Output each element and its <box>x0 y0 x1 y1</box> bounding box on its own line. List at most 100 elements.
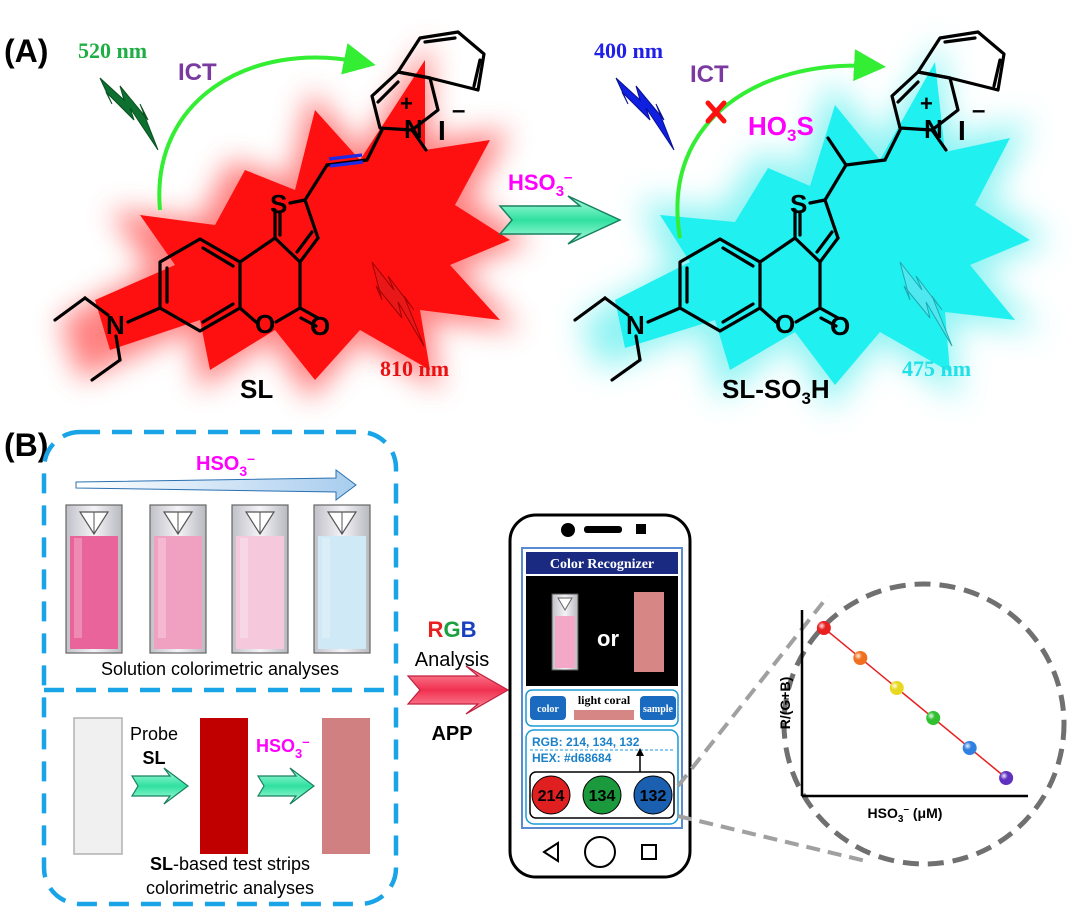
plot-point-shine <box>816 621 831 635</box>
probe-test-strip <box>200 718 248 854</box>
back-nav-icon[interactable] <box>542 841 559 863</box>
plot-x-label: HSO3– (μM) <box>868 804 943 825</box>
analysis-label: Analysis <box>415 649 489 671</box>
sl-so3h-positive-charge: + <box>920 91 933 116</box>
sl-so3h-sulfur-atom: S <box>790 189 807 219</box>
sl-so3h-carbonyl-oxygen-atom: O <box>830 311 850 341</box>
sl-so3h-compound-name: SL-SO3H <box>722 374 830 408</box>
cuvette-solution <box>70 536 118 649</box>
color-button[interactable] <box>530 696 566 720</box>
sl-so3h-molecule-structure <box>573 30 1006 382</box>
solution-caption: Solution colorimetric analyses <box>101 659 339 679</box>
sl-emission-wavelength: 810 nm <box>380 356 449 381</box>
sl-ict-label: ICT <box>178 59 217 86</box>
probe-arrow <box>130 767 189 805</box>
sl-excitation-lightning-icon <box>99 77 159 151</box>
strip-reagent-arrow <box>256 767 315 805</box>
sl-carbonyl-oxygen-atom: O <box>310 311 330 341</box>
sl-positive-charge: + <box>400 91 413 116</box>
sl-emission-lightning-icon <box>371 261 425 347</box>
strip-caption-line-2: colorimetric analyses <box>146 878 314 898</box>
cuvette-highlight <box>74 538 82 638</box>
channel-value: 134 <box>582 775 622 815</box>
channel-value: 214 <box>531 775 571 815</box>
sample-button[interactable] <box>640 696 676 720</box>
channel-disc <box>531 775 571 815</box>
probe-name: SL <box>142 748 165 768</box>
panel-b-label: (B) <box>4 427 48 463</box>
gradient-reagent-label: HSO3– <box>196 450 255 479</box>
sl-amine-nitrogen-atom: N <box>106 310 125 340</box>
vinyl-double-bond <box>328 153 364 168</box>
color-button-label: color <box>537 704 559 715</box>
smartphone: Color Recognizer or color light coral sa… <box>508 513 692 879</box>
cuvette <box>65 504 123 654</box>
channel-disc <box>633 775 673 815</box>
home-nav-icon[interactable] <box>584 836 616 868</box>
plot-point <box>926 711 941 725</box>
plot-point-shine <box>999 771 1014 785</box>
reaction-arrow <box>498 195 622 245</box>
cuvette-solution <box>236 536 284 649</box>
sl-sulfur-atom: S <box>270 189 287 219</box>
sl-so3h-excitation-wavelength: 400 nm <box>594 38 663 63</box>
sl-so3h-emission-wavelength: 475 nm <box>902 356 971 381</box>
recents-nav-icon[interactable] <box>641 844 657 860</box>
app-title-bar <box>526 552 678 574</box>
sl-quinolinium-nitrogen-atom: N <box>404 114 423 144</box>
sample-button-label: sample <box>643 704 674 715</box>
calibration-plot: R/(G+B)HSO3– (μM) <box>777 610 1028 825</box>
sl-so3h-excitation-lightning-icon <box>615 77 675 151</box>
plot-point <box>816 621 831 635</box>
sl-ict-arrow <box>157 43 376 211</box>
channel-values: 214 134 132 <box>531 775 673 815</box>
blocked-ict-cross-icon <box>705 100 727 124</box>
cuvette-highlight <box>240 538 248 638</box>
sl-excitation-wavelength: 520 nm <box>78 38 147 63</box>
probe-label: Probe <box>130 724 178 744</box>
sl-so3h-emission-lightning-icon <box>899 261 953 347</box>
sl-ring-oxygen-atom: O <box>255 309 275 339</box>
color-name: light coral <box>578 693 631 707</box>
cuvette-highlight <box>322 538 330 638</box>
cyan-emission-glow <box>580 40 1050 410</box>
plot-point <box>889 681 904 695</box>
channel-value-label: 214 <box>538 788 565 805</box>
cuvette-solution <box>318 536 366 649</box>
plot-point-shine <box>853 651 868 665</box>
sl-so3h-ring-oxygen-atom: O <box>775 309 795 339</box>
panel-a-label: (A) <box>4 33 48 69</box>
plot-point-shine <box>962 741 977 755</box>
sl-so3h-iodide-charge: – <box>972 97 985 124</box>
colorimetric-frame <box>41 429 399 907</box>
phone-speaker <box>584 526 622 533</box>
sl-so3h-ict-label: ICT <box>690 61 729 88</box>
cuvette <box>313 504 371 654</box>
phone-camera <box>561 523 575 537</box>
channel-value-label: 132 <box>640 788 667 805</box>
reaction-reagent-label: HSO3– <box>508 169 572 200</box>
cuvette <box>231 504 289 654</box>
zoom-lens <box>781 581 1067 867</box>
sl-so3h-ict-arrow <box>675 49 886 239</box>
hex-readout: HEX: #d68684 <box>532 751 612 765</box>
cuvette-highlight <box>158 538 166 638</box>
rgb-label: RGB <box>428 617 477 642</box>
sulfonate-group-label: HO3S <box>748 111 814 145</box>
color-swatch <box>574 710 634 720</box>
channel-disc <box>582 775 622 815</box>
plot-point-shine <box>889 681 904 695</box>
sl-iodide-charge: – <box>452 97 465 124</box>
readout-pointer-head <box>636 748 644 756</box>
plot-fit-line <box>823 627 1007 779</box>
sl-iodide-counterion: I <box>438 115 446 146</box>
cuvette-row <box>65 504 371 654</box>
sl-so3h-iodide-counterion: I <box>958 115 966 146</box>
analyte-test-strip <box>322 718 370 854</box>
sl-so3h-amine-nitrogen-atom: N <box>626 310 645 340</box>
red-emission-glow <box>60 40 530 400</box>
analysis-arrow <box>406 665 510 715</box>
plot-point <box>962 741 977 755</box>
preview-cuvette <box>551 593 579 671</box>
